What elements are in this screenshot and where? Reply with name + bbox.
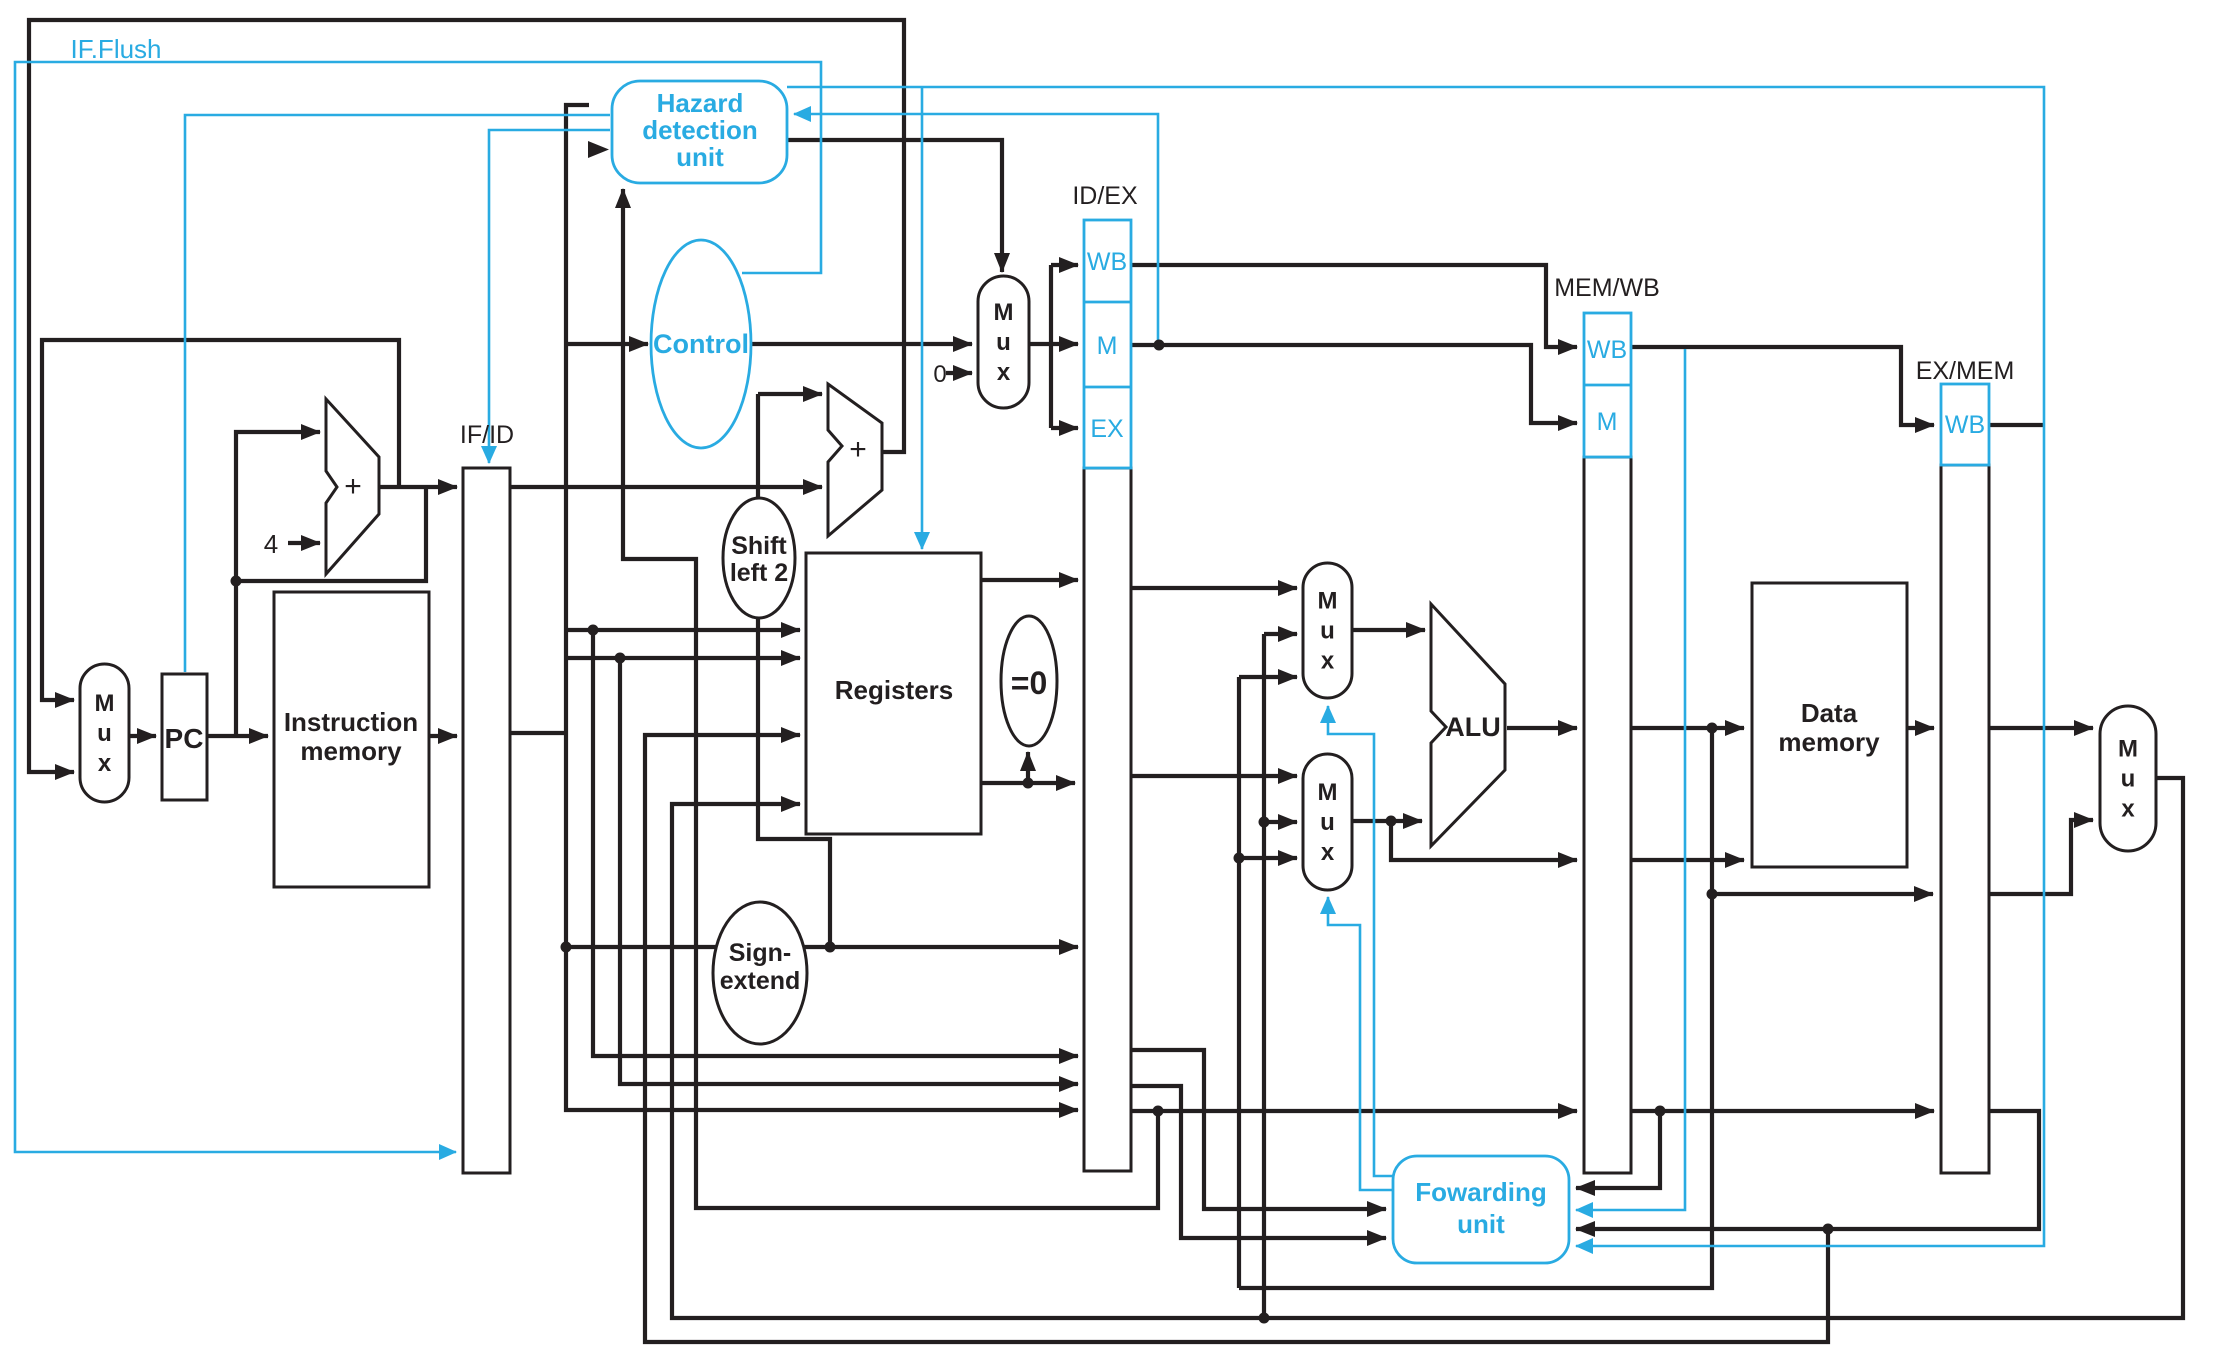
svg-text:u: u — [1320, 618, 1335, 645]
svg-text:Fowarding: Fowarding — [1415, 1177, 1546, 1207]
svg-text:ID/EX: ID/EX — [1072, 182, 1138, 210]
svg-text:Registers: Registers — [835, 675, 954, 705]
svg-text:x: x — [2121, 796, 2135, 823]
svg-text:Data: Data — [1801, 698, 1858, 728]
svg-text:4: 4 — [264, 529, 278, 559]
svg-text:0: 0 — [933, 361, 946, 388]
svg-text:x: x — [1321, 648, 1335, 675]
svg-text:+: + — [849, 433, 867, 466]
svg-text:M: M — [1318, 588, 1338, 615]
svg-text:M: M — [1097, 332, 1118, 360]
svg-text:EX: EX — [1090, 415, 1124, 443]
svg-text:extend: extend — [720, 967, 801, 995]
svg-text:M: M — [95, 690, 115, 717]
svg-text:=0: =0 — [1011, 665, 1047, 701]
svg-text:M: M — [1597, 408, 1618, 436]
svg-text:Shift: Shift — [731, 532, 787, 560]
svg-text:unit: unit — [1457, 1209, 1505, 1239]
svg-text:IF.Flush: IF.Flush — [70, 34, 161, 64]
svg-text:M: M — [2118, 736, 2138, 763]
svg-text:MEM/WB: MEM/WB — [1554, 274, 1660, 302]
svg-text:+: + — [344, 470, 362, 503]
svg-text:x: x — [997, 359, 1011, 386]
svg-text:memory: memory — [300, 736, 402, 766]
svg-text:Sign-: Sign- — [729, 939, 792, 967]
svg-text:WB: WB — [1945, 411, 1985, 439]
svg-text:PC: PC — [165, 723, 204, 754]
svg-text:Instruction: Instruction — [284, 707, 418, 737]
svg-text:Control: Control — [653, 329, 749, 359]
svg-text:unit: unit — [676, 142, 724, 172]
svg-text:memory: memory — [1778, 727, 1880, 757]
svg-text:M: M — [1318, 779, 1338, 806]
svg-text:u: u — [1320, 809, 1335, 836]
svg-text:WB: WB — [1087, 248, 1127, 276]
svg-text:IF/ID: IF/ID — [460, 421, 514, 449]
svg-text:x: x — [98, 750, 112, 777]
svg-text:left 2: left 2 — [730, 559, 788, 587]
svg-text:detection: detection — [642, 115, 758, 145]
svg-text:EX/MEM: EX/MEM — [1916, 357, 2015, 385]
svg-text:Hazard: Hazard — [657, 88, 744, 118]
svg-text:u: u — [2121, 766, 2136, 793]
svg-text:u: u — [97, 720, 112, 747]
svg-text:ALU: ALU — [1445, 712, 1501, 742]
svg-text:M: M — [994, 299, 1014, 326]
svg-text:x: x — [1321, 839, 1335, 866]
svg-text:u: u — [996, 329, 1011, 356]
svg-text:WB: WB — [1587, 336, 1627, 364]
